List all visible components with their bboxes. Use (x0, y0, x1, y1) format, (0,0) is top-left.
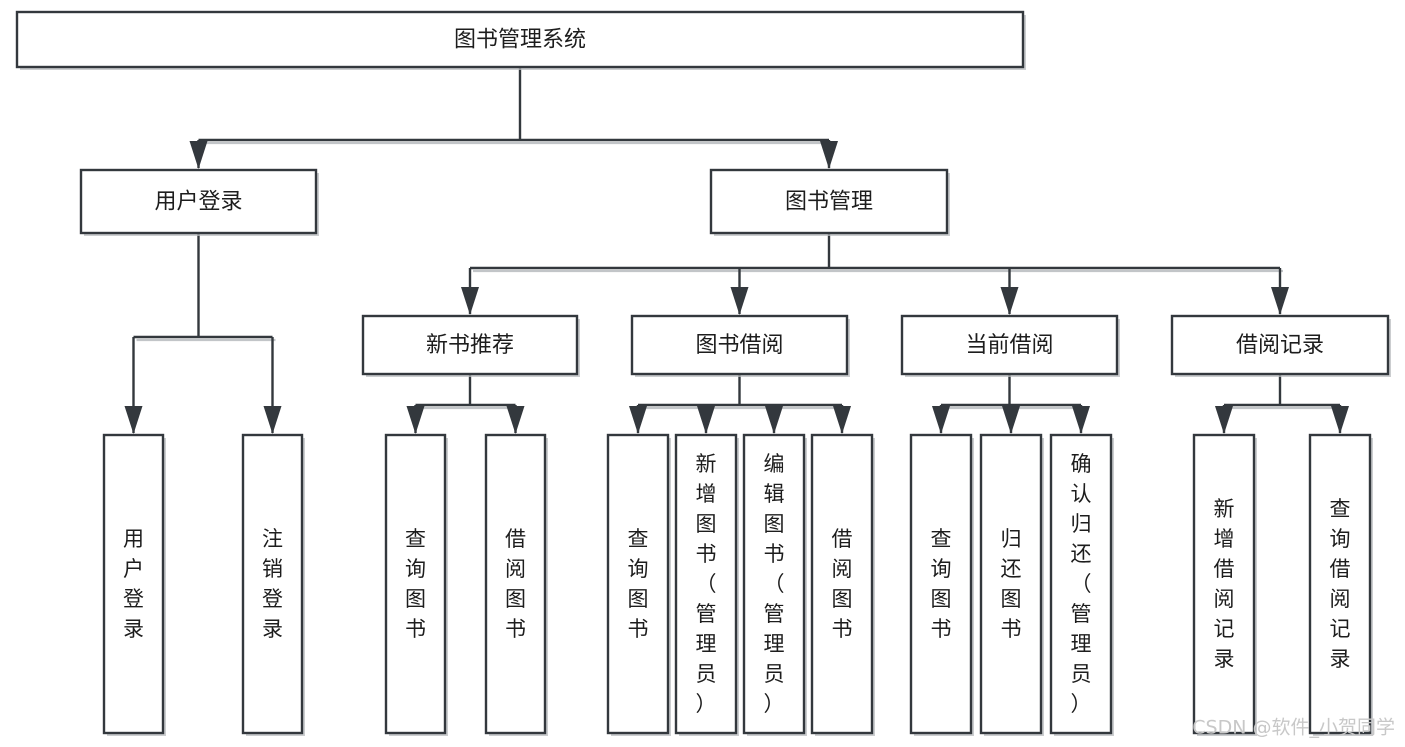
node-label: 查询借阅记录 (1330, 497, 1351, 671)
node-leaf-query-book-current[interactable]: 查询图书 (909, 433, 974, 736)
node-label: 用户登录 (123, 527, 144, 641)
node-leaf-logout[interactable]: 注销登录 (241, 433, 305, 736)
node-leaf-query-book-rec[interactable]: 查询图书 (384, 433, 448, 736)
csdn-watermark: CSDN @软件_小贺同学 (1192, 717, 1395, 739)
node-label: 借阅记录 (1236, 333, 1324, 358)
node-leaf-borrow-book-rec[interactable]: 借阅图书 (484, 433, 548, 736)
node-label: 图书管理 (785, 190, 873, 215)
node-leaf-return-book[interactable]: 归还图书 (979, 433, 1044, 736)
node-label: 确认归还（管理员） (1071, 452, 1092, 716)
node-label: 图书管理系统 (454, 28, 586, 53)
node-user-login[interactable]: 用户登录 (79, 168, 319, 236)
node-label: 当前借阅 (965, 333, 1053, 358)
node-label: 新书推荐 (426, 333, 514, 358)
node-borrow-record[interactable]: 借阅记录 (1170, 314, 1391, 377)
node-leaf-confirm-return[interactable]: 确认归还（管理员） (1049, 433, 1114, 736)
node-label: 查询图书 (628, 527, 649, 641)
node-label: 借阅图书 (505, 527, 526, 641)
node-label: 新增借阅记录 (1214, 497, 1235, 671)
node-label: 查询图书 (405, 527, 426, 641)
node-leaf-add-record[interactable]: 新增借阅记录 (1192, 433, 1257, 736)
node-leaf-edit-book[interactable]: 编辑图书（管理员） (742, 433, 807, 736)
node-label: 用户登录 (154, 190, 242, 215)
node-book-borrow[interactable]: 图书借阅 (630, 314, 850, 377)
node-layer: 新书推荐图书借阅当前借阅借阅记录用户登录图书管理图书管理系统用户登录注销登录查询… (15, 10, 1391, 736)
node-leaf-query-book-borrow[interactable]: 查询图书 (606, 433, 671, 736)
node-leaf-query-record[interactable]: 查询借阅记录 (1308, 433, 1373, 736)
node-label: 借阅图书 (832, 527, 853, 641)
node-book-manage[interactable]: 图书管理 (709, 168, 950, 236)
node-label: 归还图书 (1001, 527, 1022, 641)
node-current-borrow[interactable]: 当前借阅 (900, 314, 1120, 377)
connector-layer (124, 67, 1349, 434)
node-new-book-rec[interactable]: 新书推荐 (361, 314, 580, 377)
node-leaf-borrow-book[interactable]: 借阅图书 (810, 433, 875, 736)
node-label: 新增图书（管理员） (696, 452, 717, 716)
node-label: 编辑图书（管理员） (764, 452, 785, 716)
node-leaf-user-login[interactable]: 用户登录 (102, 433, 166, 736)
node-leaf-add-book[interactable]: 新增图书（管理员） (674, 433, 739, 736)
node-label: 图书借阅 (695, 333, 783, 358)
node-label: 注销登录 (262, 527, 283, 641)
node-label: 查询图书 (931, 527, 952, 641)
node-root[interactable]: 图书管理系统 (15, 10, 1026, 70)
